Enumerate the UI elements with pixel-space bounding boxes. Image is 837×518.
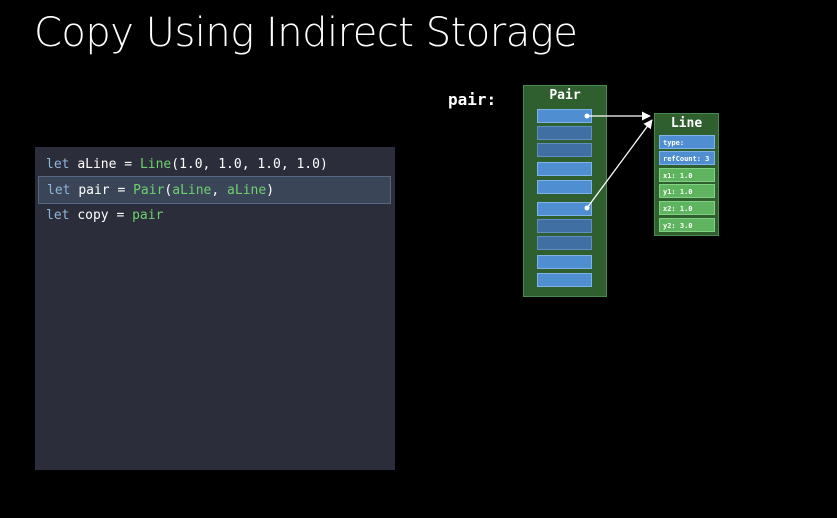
line-field-x2: x2: 1.0 [659,201,715,215]
paren-close: ) [266,183,275,198]
variable-name: pair [78,183,110,198]
argument-separator: , [211,183,228,198]
argument-1: aLine [172,183,212,198]
keyword-let: let [46,157,70,172]
type-name: Pair [133,183,165,198]
pair-box: Pair [523,85,607,297]
slide-title: Copy Using Indirect Storage [34,10,578,56]
code-panel: let aLine = Line(1.0, 1.0, 1.0, 1.0) let… [35,147,395,470]
line-field-x1: x1: 1.0 [659,168,715,182]
variable-name: copy [77,208,109,223]
type-name: Line [139,157,172,172]
assign-operator: = [124,157,133,172]
pair-cell-9 [537,255,592,269]
pair-cell-2 [537,126,592,140]
paren-open: ( [164,183,173,198]
line-box-title: Line [670,116,703,131]
code-line-2-highlighted: let pair = Pair(aLine, aLine) [38,176,391,204]
pair-cell-7 [537,219,592,233]
line-field-y2: y2: 3.0 [659,218,715,232]
argument-2: aLine [227,183,267,198]
line-field-refcount: refCount: 3 [659,151,715,165]
line-field-y1: y1: 1.0 [659,184,715,198]
pair-cell-10 [537,273,592,287]
pair-cell-6 [537,202,592,216]
line-field-type: type: [659,135,715,149]
arguments: (1.0, 1.0, 1.0, 1.0) [171,157,328,172]
pair-variable-label: pair: [448,90,497,109]
assign-operator: = [116,208,125,223]
assign-operator: = [117,183,126,198]
pair-cell-5 [537,180,592,194]
code-line-3: let copy = pair [35,202,390,230]
code-line-1: let aLine = Line(1.0, 1.0, 1.0, 1.0) [35,151,390,179]
keyword-let: let [46,208,70,223]
pair-cell-4 [537,162,592,176]
keyword-let: let [47,183,71,198]
assigned-value: pair [132,208,164,223]
pair-cell-8 [537,236,592,250]
pair-cell-3 [537,143,592,157]
pair-box-title: Pair [549,88,581,103]
line-box: Line type: refCount: 3 x1: 1.0 y1: 1.0 x… [654,113,719,236]
pair-cell-1 [537,109,592,123]
variable-name: aLine [77,157,117,172]
